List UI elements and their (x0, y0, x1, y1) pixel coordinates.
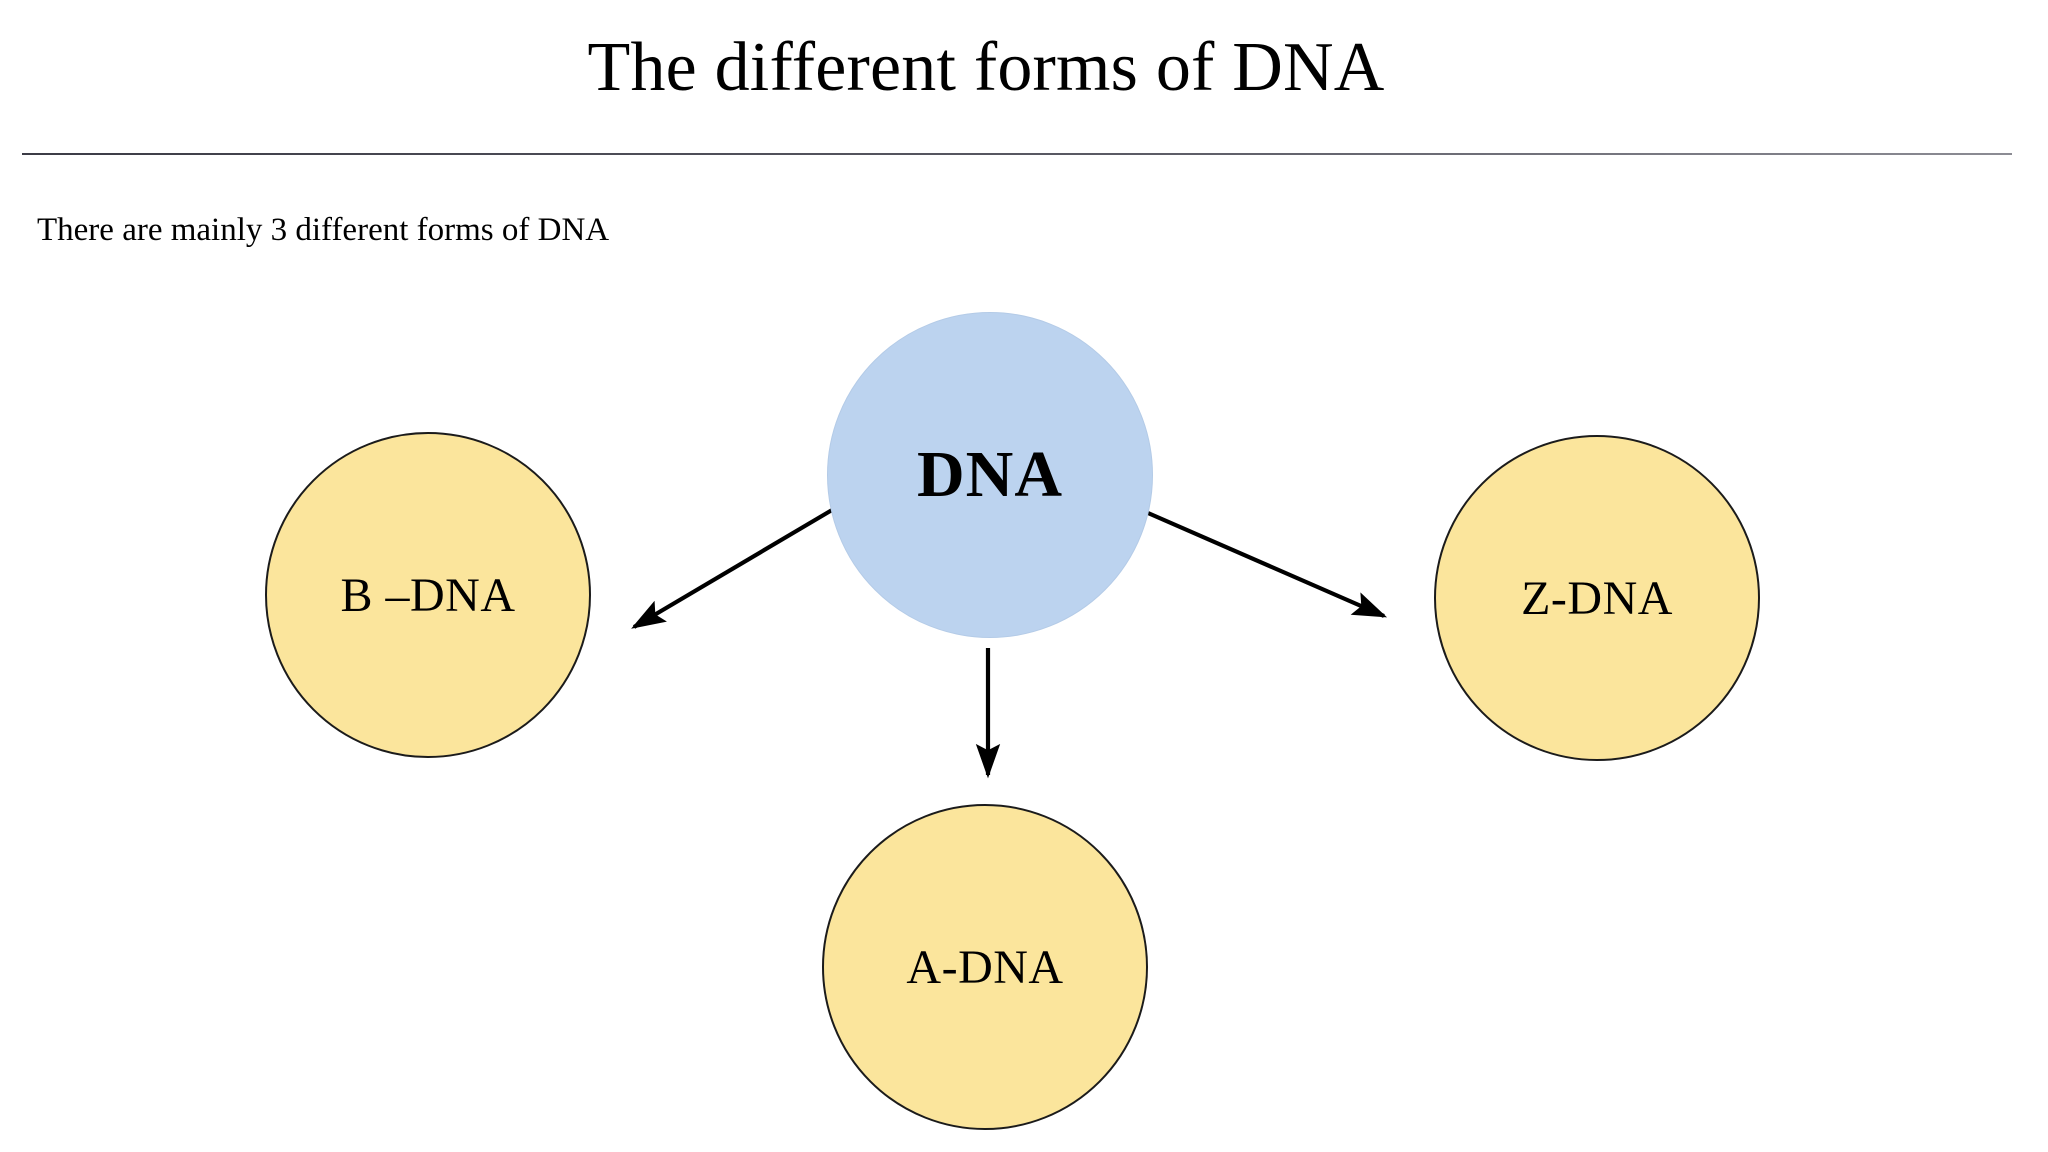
node-z-dna-label: Z-DNA (1521, 571, 1673, 625)
node-z-dna[interactable]: Z-DNA (1434, 435, 1760, 761)
node-b-dna-label: B –DNA (340, 568, 516, 622)
node-dna-label: DNA (917, 438, 1063, 511)
arrow-dna-to-z-dna (1147, 511, 1388, 618)
page-title: The different forms of DNA (587, 29, 1385, 106)
title-divider (22, 153, 2012, 155)
node-b-dna[interactable]: B –DNA (265, 432, 591, 758)
node-a-dna-label: A-DNA (906, 940, 1064, 994)
node-a-dna[interactable]: A-DNA (822, 804, 1148, 1130)
subtitle-text: There are mainly 3 different forms of DN… (37, 212, 610, 248)
arrow-dna-to-b-dna (631, 508, 834, 629)
node-dna[interactable]: DNA (827, 312, 1153, 638)
